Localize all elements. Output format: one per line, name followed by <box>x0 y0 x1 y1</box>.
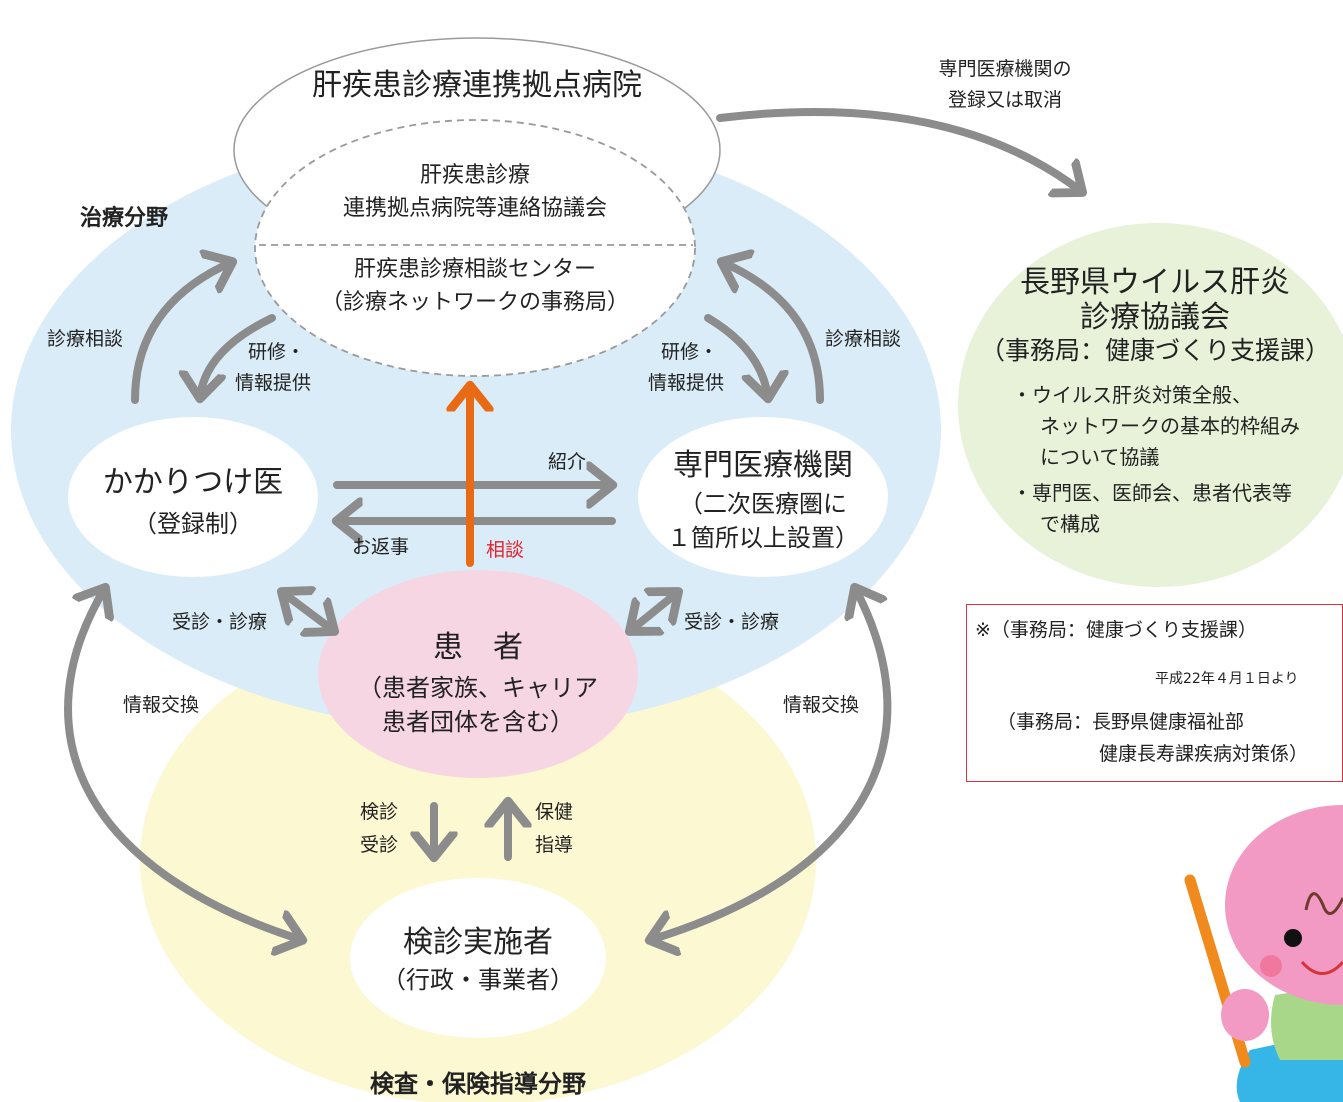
patient-title: 患 者 <box>433 630 523 665</box>
notice-change-date: 平成22年４月１日より <box>1155 671 1299 687</box>
notice-new-office-1: （事務局：長野県健康福祉部 <box>997 711 1245 733</box>
patient-node <box>318 570 638 778</box>
label-training-right-1: 研修・ <box>661 341 719 363</box>
mascot-illustration <box>1184 805 1343 1102</box>
specialist-title: 専門医療機関 <box>673 448 853 483</box>
notice-old-office: ※（事務局：健康づくり支援課） <box>975 619 1257 641</box>
council-bullet-2-line2: で構成 <box>1040 512 1100 536</box>
label-reply: お返事 <box>352 536 410 558</box>
hub-council-line2: 連携拠点病院等連絡協議会 <box>342 196 607 221</box>
gp-title: かかりつけ医 <box>102 465 284 500</box>
label-consult: 相談 <box>486 539 525 561</box>
hub-council-node <box>254 119 696 377</box>
screening-area-label: 検査・保険指導分野 <box>370 1070 586 1098</box>
screener-subtitle: （行政・事業者） <box>382 966 574 994</box>
specialist-node <box>638 417 888 577</box>
treatment-area-label: 治療分野 <box>80 206 169 231</box>
arrow-training-left <box>200 314 276 398</box>
arrow-registration <box>716 108 1082 192</box>
hub-center-line2: （診療ネットワークの事務局） <box>320 290 629 315</box>
arrow-training-right <box>704 314 768 398</box>
label-screening-1: 検診 <box>360 801 399 823</box>
label-info-left: 情報交換 <box>123 694 200 716</box>
label-screening-2: 受診 <box>360 834 399 856</box>
label-guidance-2: 指導 <box>535 834 574 856</box>
label-registration-2: 登録又は取消 <box>947 89 1062 111</box>
label-referral: 紹介 <box>548 451 587 473</box>
council-bullet-1-line3: について協議 <box>1040 445 1160 469</box>
label-training-left-2: 情報提供 <box>235 372 312 394</box>
arrow-info-right <box>650 588 892 940</box>
notice-new-office-2: 健康長寿課疾病対策係） <box>1099 743 1309 765</box>
screener-title: 検診実施者 <box>403 925 553 960</box>
label-consult-left: 診療相談 <box>47 328 124 350</box>
label-guidance-1: 保健 <box>535 801 574 823</box>
office-change-notice: ※（事務局：健康づくり支援課） 平成22年４月１日より （事務局：長野県健康福祉… <box>966 604 1343 782</box>
specialist-subtitle-2: １箇所以上設置） <box>667 524 859 552</box>
label-visit-right: 受診・診療 <box>684 611 780 633</box>
council-office: （事務局：健康づくり支援課） <box>979 336 1330 365</box>
patient-subtitle-1: （患者家族、キャリア <box>358 674 598 702</box>
council-bullet-1-line2: ネットワークの基本的枠組み <box>1040 414 1300 438</box>
council-title-1: 長野県ウイルス肝炎 <box>1020 265 1290 300</box>
specialist-subtitle-1: （二次医療圏に <box>679 490 847 518</box>
council-bullet-1-line1: ・ウイルス肝炎対策全般、 <box>1012 383 1252 407</box>
hub-council-line1: 肝疾患診療 <box>419 163 530 188</box>
label-visit-left: 受診・診療 <box>172 611 268 633</box>
gp-subtitle: （登録制） <box>133 510 253 538</box>
arrow-specialist-consult <box>722 262 824 404</box>
label-registration-1: 専門医療機関の <box>938 58 1072 80</box>
label-info-right: 情報交換 <box>783 694 860 716</box>
hub-hospital-title: 肝疾患診療連携拠点病院 <box>312 68 642 103</box>
arrow-info-left <box>64 588 302 940</box>
screener-node <box>350 878 606 1038</box>
arrow-gp-consult <box>131 262 232 404</box>
council-title-2: 診療協議会 <box>1080 300 1230 335</box>
patient-subtitle-2: 患者団体を含む） <box>382 708 574 736</box>
label-training-right-2: 情報提供 <box>648 372 725 394</box>
label-training-left-1: 研修・ <box>248 341 306 363</box>
label-consult-right: 診療相談 <box>825 328 902 350</box>
treatment-area <box>11 130 941 730</box>
council-bullet-2-line1: ・専門医、医師会、患者代表等 <box>1012 481 1292 505</box>
hub-center-line1: 肝疾患診療相談センター <box>353 257 596 282</box>
gp-node <box>68 417 318 577</box>
prefecture-council-area <box>958 223 1343 587</box>
